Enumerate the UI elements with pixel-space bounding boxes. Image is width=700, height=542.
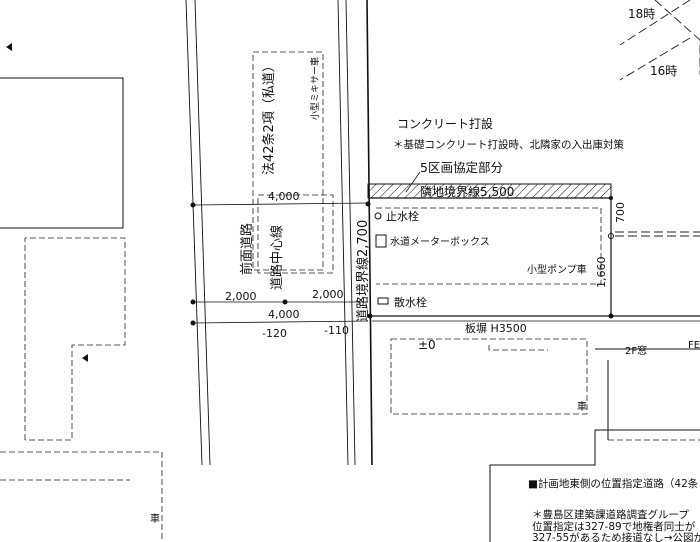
label-sprinkler-valve: 散水栓 (394, 295, 427, 309)
label-neighbor-boundary: 隣地境界線5,500 (420, 184, 514, 199)
label-time-16: 16時 (650, 64, 677, 78)
dim-dot (190, 320, 196, 326)
neighbor-lower-outline (489, 429, 700, 542)
sun-line-frame (654, 0, 700, 75)
dim-2000-left: 2,000 (225, 290, 257, 303)
boundary-corner-dot (365, 201, 371, 207)
dim-2000-right: 2,000 (312, 288, 344, 301)
left-lower-parcel-dashed (0, 451, 163, 540)
lower-right-dashed (488, 345, 548, 351)
label-car-a: 車 (577, 400, 587, 413)
label-car-b: 車 (150, 512, 160, 525)
road-edge-west-b (194, 0, 211, 466)
road-boundary-line (366, 0, 373, 466)
label-private-road: 法42条2項（私道） (261, 59, 277, 175)
lower-dashed-area (390, 338, 588, 415)
label-water-meter-box: 水道メーターボックス (390, 235, 490, 248)
road-edge-east-b (345, 0, 356, 466)
sun-line-18 (619, 0, 691, 46)
dim-700: 700 (614, 202, 627, 223)
label-concrete-note: ＊基礎コンクリート打設時、北隣家の入出庫対策 (393, 138, 624, 151)
note-connection: 327-55があるため接道なし→公図が (532, 531, 700, 542)
sprinkler-valve-symbol (377, 297, 389, 305)
left-parcel-dashed (24, 237, 126, 441)
water-meter-box-symbol (375, 234, 387, 248)
stop-valve-symbol (374, 212, 382, 220)
leader-line (405, 171, 421, 193)
label-2f-window: 2F窓 (625, 344, 647, 357)
label-stop-valve: 止水栓 (386, 209, 419, 223)
dim-1660: 1,660 (595, 257, 608, 289)
dim-line-4000-bottom (192, 320, 369, 324)
left-arrow-marker-mid (82, 354, 88, 362)
label-road-center: 道路中心線 (269, 225, 285, 290)
label-concrete-title: コンクリート打設 (397, 116, 493, 131)
left-building-outline (0, 77, 124, 229)
note-toshima: ＊豊島区建築課道路調査グループ フク (532, 508, 700, 521)
level-minus-110: -110 (324, 324, 349, 337)
road-edge-west-a (185, 0, 203, 466)
left-arrow-marker-top (6, 43, 12, 51)
mixer-truck-dashed-area (257, 194, 334, 274)
dim-dot (190, 202, 196, 208)
label-plus-minus-zero: ±0 (418, 338, 436, 352)
boundary-corner-dot (367, 313, 373, 319)
label-fe-partial: FE (688, 340, 700, 351)
label-front-road: 前面道路 (239, 223, 255, 275)
label-district-agreement: 5区画協定部分 (420, 160, 503, 175)
road-edge-east-a (337, 0, 349, 466)
sun-line-16 (619, 37, 691, 81)
dim-line-4000-top (192, 202, 369, 206)
label-pump-truck: 小型ポンプ車 (527, 263, 587, 276)
note-east-road: ■計画地東側の位置指定道路（42条 (528, 477, 699, 490)
dim-4000-bottom: 4,000 (268, 308, 300, 321)
note-designation: 位置指定は327-89で地権者同士が (532, 520, 696, 533)
pump-truck-dashed-area (376, 207, 602, 285)
dim-4000-top: 4,000 (268, 190, 300, 203)
label-road-boundary: 道路境界線2,700 (355, 220, 371, 322)
label-time-18: 18時 (628, 7, 655, 21)
level-minus-120: -120 (262, 327, 287, 340)
label-fence: 板塀 H3500 (465, 321, 527, 335)
label-mixer-truck: 小型ミキサー車 (309, 57, 321, 120)
dim-dot (282, 299, 288, 305)
dim-dot (190, 299, 196, 305)
